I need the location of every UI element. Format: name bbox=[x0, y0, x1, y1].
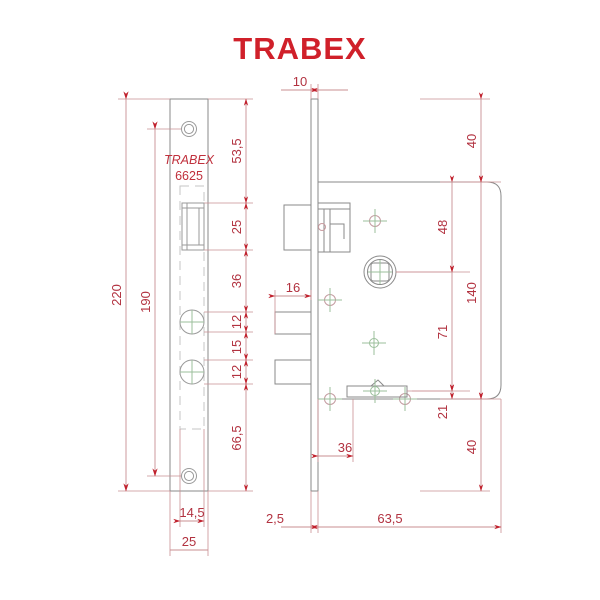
dimension-group-left: 220 190 bbox=[109, 91, 181, 492]
dimension-group-right-outer: 40 140 40 bbox=[420, 92, 490, 492]
faceplate-outline bbox=[169, 98, 209, 492]
dim-case-top-to-spindle: 48 bbox=[435, 220, 450, 234]
faceplate-screw-hole-top bbox=[181, 121, 197, 137]
dim-backplate-thickness: 10 bbox=[293, 74, 307, 89]
dimension-group-right-inner: 48 71 21 bbox=[396, 175, 501, 419]
dim-case-height: 140 bbox=[464, 282, 479, 304]
dim-bolt-offset: 36 bbox=[338, 440, 352, 455]
dimension-group-latch-offset: 16 bbox=[268, 280, 312, 334]
dim-screw-spacing: 190 bbox=[138, 291, 153, 313]
faceplate-brand-label: TRABEX bbox=[164, 153, 215, 167]
dim-bottom-segment: 66,5 bbox=[229, 425, 244, 450]
dim-overall-height: 220 bbox=[109, 284, 124, 306]
dimension-group-backplate-thickness: 10 bbox=[281, 74, 348, 99]
dim-top-to-latch: 53,5 bbox=[229, 138, 244, 163]
dim-bottom-margin: 40 bbox=[464, 440, 479, 454]
lockbody-center-mark bbox=[362, 331, 386, 355]
dim-bolt-to-case-bottom: 21 bbox=[435, 405, 450, 419]
dim-bolt-gap: 15 bbox=[229, 340, 244, 354]
dim-bolt1: 12 bbox=[229, 315, 244, 329]
dim-bolt2: 12 bbox=[229, 365, 244, 379]
dim-latch-height: 25 bbox=[229, 220, 244, 234]
lockbody-fixing-hole-lower-left bbox=[318, 387, 342, 411]
lockbody-fixing-hole-lower-right bbox=[393, 387, 417, 411]
dim-faceplate-width: 25 bbox=[182, 534, 196, 549]
lockbody-deadbolt-2 bbox=[274, 359, 312, 385]
dim-latch-offset: 16 bbox=[286, 280, 300, 295]
faceplate-screw-hole-bottom bbox=[181, 468, 197, 484]
dim-case-depth: 63,5 bbox=[377, 511, 402, 526]
lockbody-fixing-hole-left bbox=[318, 288, 342, 312]
brand-logo: TRABEX bbox=[233, 31, 367, 66]
dimension-group-bolt-offset: 36 bbox=[311, 399, 354, 462]
lockbody-view bbox=[274, 98, 502, 492]
faceplate-view: TRABEX 6625 bbox=[164, 98, 215, 492]
lockbody-key-slot bbox=[346, 379, 408, 403]
faceplate-bolt-hole-2 bbox=[179, 359, 205, 385]
dimension-group-case-depth: 2,5 63,5 bbox=[266, 399, 502, 533]
dimension-group-faceplate-vertical: 53,5 25 36 12 15 12 66,5 bbox=[204, 98, 253, 492]
faceplate-model-label: 6625 bbox=[175, 169, 203, 183]
dim-faceplate-inner: 14,5 bbox=[179, 505, 204, 520]
dim-spindle-to-bolt: 71 bbox=[435, 325, 450, 339]
dimension-group-faceplate-width: 14,5 25 bbox=[169, 429, 209, 556]
lockbody-fixing-hole-upper bbox=[363, 209, 387, 233]
faceplate-latch-bolt bbox=[181, 202, 205, 251]
dim-top-margin: 40 bbox=[464, 134, 479, 148]
dim-latch-to-bolt: 36 bbox=[229, 274, 244, 288]
faceplate-hidden-pocket bbox=[179, 185, 205, 430]
lockbody-latch-bolt bbox=[283, 202, 351, 253]
lockbody-deadbolt-1 bbox=[274, 311, 312, 335]
lockbody-spindle-hole bbox=[363, 255, 397, 289]
dim-forend-thickness: 2,5 bbox=[266, 511, 284, 526]
lockbody-forend bbox=[310, 98, 319, 492]
faceplate-bolt-hole-1 bbox=[179, 309, 205, 335]
